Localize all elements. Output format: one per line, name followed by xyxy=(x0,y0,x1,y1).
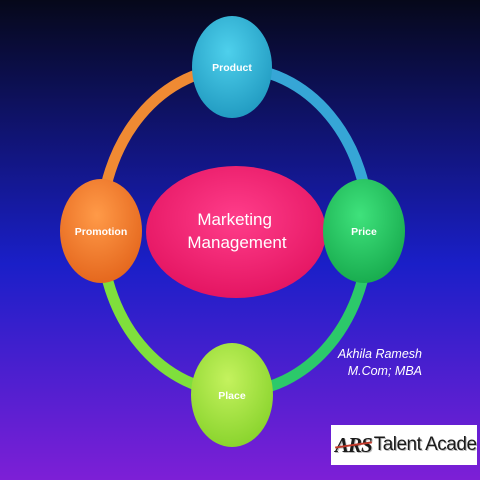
center-ellipse xyxy=(146,166,326,298)
center-label: Marketing Management xyxy=(187,210,287,252)
product-circle xyxy=(192,16,272,118)
author-degrees: M.Com; MBA xyxy=(347,364,422,378)
place-label: Place xyxy=(218,390,246,402)
price-label: Price xyxy=(351,226,377,238)
academy-logo: ARS Talent Academy xyxy=(331,425,477,465)
center-label-line-2: Management xyxy=(187,233,287,252)
center-label-line-1: Marketing xyxy=(197,210,272,229)
author-name: Akhila Ramesh xyxy=(337,347,422,361)
promotion-label: Promotion xyxy=(75,226,128,238)
promotion-circle xyxy=(60,179,142,283)
logo-mark: ARS xyxy=(335,432,373,457)
price-circle xyxy=(323,179,405,283)
logo-text: Talent Academy xyxy=(373,434,477,455)
place-circle xyxy=(191,343,273,447)
author-credit: Akhila Ramesh M.Com; MBA xyxy=(338,346,422,380)
product-label: Product xyxy=(212,62,252,74)
